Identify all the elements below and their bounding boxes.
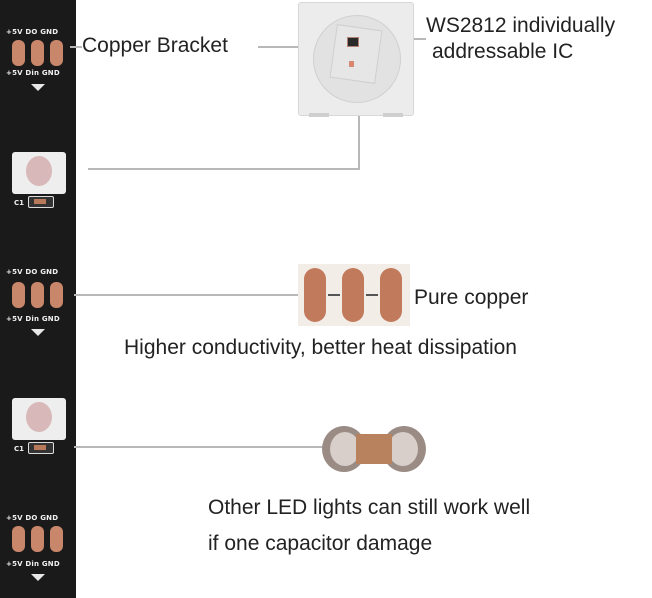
pad-label-top: +5V DO GND — [6, 28, 59, 36]
ic-label-line1: WS2812 individually — [426, 14, 616, 37]
copper-pad — [12, 526, 25, 552]
pad-label-bottom: +5V Din GND — [6, 560, 60, 568]
led-strip: +5V DO GND +5V Din GND C1 +5V DO GND +5V… — [0, 0, 76, 598]
pad-label-top: +5V DO GND — [6, 268, 59, 276]
capacitor-label-line2: if one capacitor damage — [208, 532, 433, 555]
copper-pad — [304, 268, 326, 322]
leader-line-capacitor — [74, 446, 324, 448]
copper-pads-closeup — [298, 264, 410, 326]
pad-trace — [328, 294, 340, 296]
copper-pad-group — [10, 282, 66, 308]
leader-line-bracket — [258, 46, 300, 48]
leader-line-bracket-stub — [70, 46, 82, 48]
copper-pad — [31, 526, 44, 552]
ws2812-led-closeup — [298, 2, 414, 117]
copper-pad-group — [10, 526, 66, 552]
led-lens — [26, 156, 52, 186]
capacitor-end-highlight — [330, 432, 360, 466]
copper-pad — [50, 526, 63, 552]
conductivity-label: Higher conductivity, better heat dissipa… — [124, 336, 517, 359]
leader-line-led-vertical — [358, 108, 360, 170]
direction-arrow-icon — [31, 84, 45, 91]
leader-line-led — [88, 168, 360, 170]
led-emitter — [349, 61, 354, 67]
copper-pad — [12, 40, 25, 66]
led-chip — [12, 152, 66, 194]
capacitor-body — [356, 434, 392, 464]
pad-label-top: +5V DO GND — [6, 514, 59, 522]
led-pin — [383, 113, 403, 117]
capacitor — [28, 442, 54, 454]
led-lens — [26, 402, 52, 432]
capacitor — [28, 196, 54, 208]
direction-arrow-icon — [31, 329, 45, 336]
copper-pad — [12, 282, 25, 308]
led-die-frame — [329, 24, 383, 84]
copper-pad — [342, 268, 364, 322]
ic-label-line2: addressable IC — [432, 40, 574, 63]
led-pin — [309, 113, 329, 117]
capacitor-label: C1 — [14, 445, 25, 453]
pure-copper-label: Pure copper — [414, 286, 529, 309]
capacitor-end-highlight — [388, 432, 418, 466]
copper-pad — [31, 282, 44, 308]
copper-pad — [31, 40, 44, 66]
capacitor-label: C1 — [14, 199, 25, 207]
pad-trace — [366, 294, 378, 296]
copper-pad — [50, 40, 63, 66]
copper-bracket-label: Copper Bracket — [82, 34, 228, 57]
ic-chip — [347, 37, 359, 47]
led-chip — [12, 398, 66, 440]
capacitor-label-line1: Other LED lights can still work well — [208, 496, 531, 519]
pad-label-bottom: +5V Din GND — [6, 315, 60, 323]
direction-arrow-icon — [31, 574, 45, 581]
copper-pad — [380, 268, 402, 322]
copper-pad — [50, 282, 63, 308]
copper-pad-group — [10, 40, 66, 66]
pad-label-bottom: +5V Din GND — [6, 69, 60, 77]
capacitor-closeup — [322, 424, 426, 474]
leader-line-copper — [74, 294, 300, 296]
